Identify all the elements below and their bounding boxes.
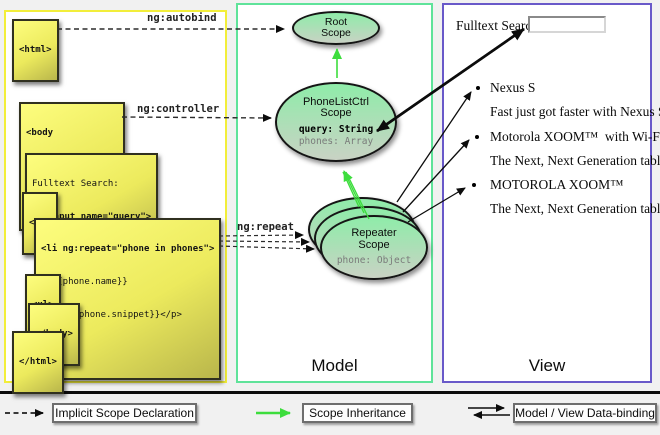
code-line: <input name="query"> bbox=[32, 212, 152, 222]
code-box-html-close: </html> bbox=[12, 331, 64, 394]
repeater-scope-title: Repeater bbox=[351, 227, 397, 239]
view-item-desc: Fast just got faster with Nexus S. bbox=[490, 104, 660, 119]
legend-separator-line bbox=[0, 391, 660, 394]
scope-prop-query: query: String bbox=[298, 123, 374, 135]
view-item-desc: The Next, Next Generation tablet. bbox=[490, 201, 660, 216]
repeater-scope-title: Scope bbox=[358, 238, 390, 251]
code-line: <body bbox=[26, 128, 54, 138]
root-scope-ellipse: Root Scope bbox=[292, 11, 380, 45]
ng-controller-label: ng:controller bbox=[137, 103, 220, 115]
legend-scope-inheritance: Scope Inheritance bbox=[302, 403, 413, 423]
root-scope-title: Root bbox=[324, 16, 348, 28]
ng-repeat-label: ng:repeat bbox=[237, 221, 294, 233]
phonelistctrl-scope-title: Scope bbox=[320, 107, 352, 119]
scope-prop-phone: phone: Object bbox=[336, 255, 412, 266]
double-arrow-icon bbox=[468, 404, 510, 419]
model-column-label: Model bbox=[311, 356, 358, 375]
bullet-icon bbox=[476, 86, 480, 90]
bullet-icon bbox=[472, 183, 476, 187]
view-column: View bbox=[442, 3, 652, 383]
code-line: <li ng:repeat="phone in phones"> bbox=[41, 244, 215, 254]
code-box-html-open: <html> bbox=[12, 19, 59, 82]
code-line: Fulltext Search: bbox=[32, 179, 119, 189]
view-item-title: MOTOROLA XOOM™ bbox=[490, 177, 624, 192]
model-column: Model bbox=[236, 3, 433, 383]
view-item-title: Motorola XOOM™ with Wi-Fi bbox=[490, 129, 660, 144]
code-line: <p>{{phone.snippet}}</p> bbox=[41, 310, 182, 320]
phonelistctrl-scope-ellipse: PhoneListCtrl Scope query: String phones… bbox=[275, 82, 397, 162]
view-item-title: Nexus S bbox=[490, 80, 536, 95]
view-item-desc: The Next, Next Generation tablet. bbox=[490, 153, 660, 168]
green-arrow-icon bbox=[256, 408, 291, 418]
legend-implicit-scope-declaration: Implicit Scope Declaration bbox=[52, 403, 197, 423]
legend-model-view-data-binding: Model / View Data-binding bbox=[513, 403, 657, 423]
ng-autobind-label: ng:autobind bbox=[147, 12, 217, 24]
scope-prop-phones: phones: Array bbox=[298, 135, 374, 147]
dashed-arrow-icon bbox=[5, 409, 44, 417]
phonelistctrl-scope-title: PhoneListCtrl bbox=[302, 95, 370, 108]
code-line: </html> bbox=[19, 357, 57, 367]
code-box-li-repeat: <li ng:repeat="phone in phones"> {{phone… bbox=[34, 218, 222, 380]
view-search-input[interactable] bbox=[528, 16, 606, 33]
view-column-label: View bbox=[528, 356, 566, 375]
code-line: {{phone.name}} bbox=[41, 277, 128, 287]
code-line: <html> bbox=[19, 45, 52, 55]
repeater-scope-ellipse-front: Repeater Scope phone: Object bbox=[320, 215, 428, 280]
root-scope-title: Scope bbox=[321, 27, 351, 39]
bullet-icon bbox=[475, 135, 479, 139]
